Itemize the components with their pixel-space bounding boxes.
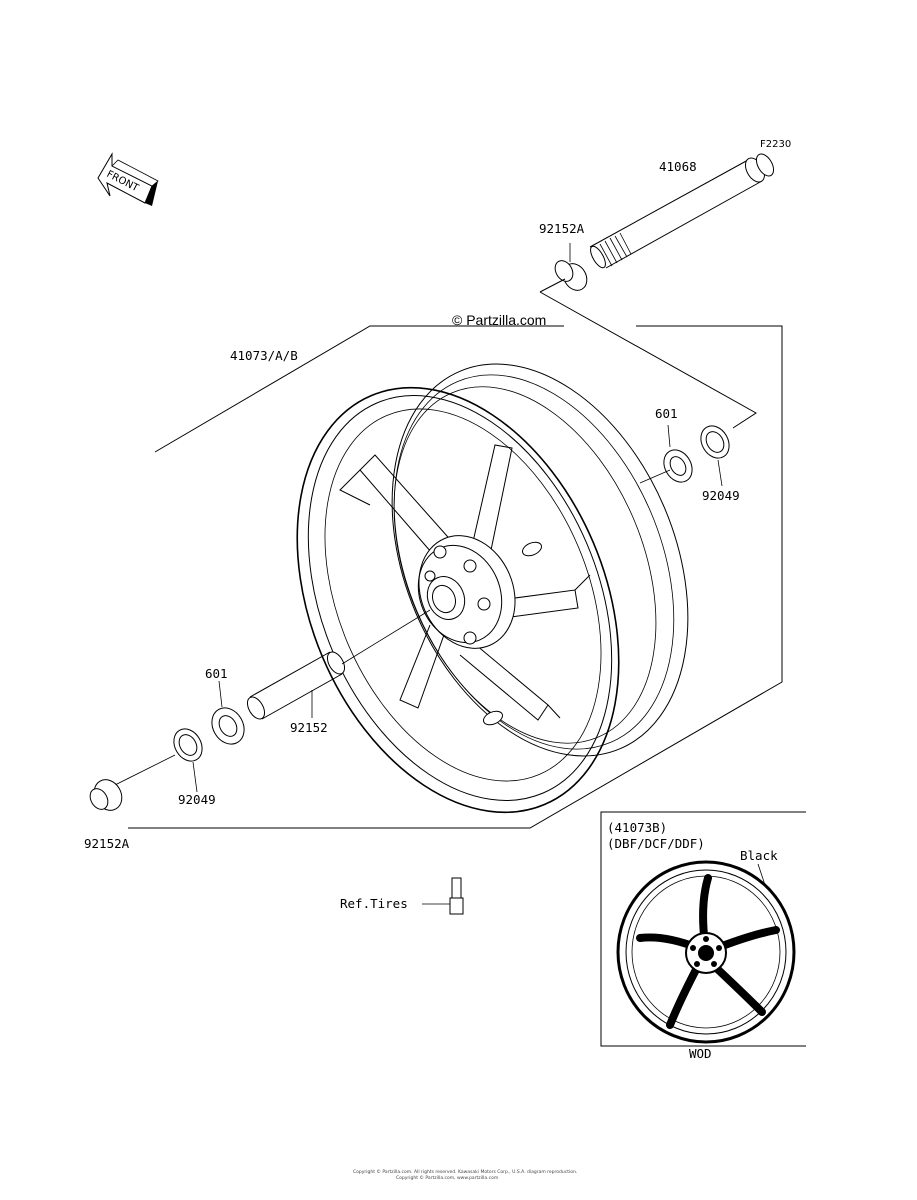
bearing-left-601 [211,680,245,745]
label-axle: 41068 [659,159,697,174]
watermark: © Partzilla.com [452,312,546,328]
label-bearing-right: 601 [655,406,678,421]
leader-right [639,469,671,484]
spacer-92152 [246,609,431,720]
front-direction-arrow-icon: FRONT [97,152,159,206]
label-spacer: 92152 [290,720,328,735]
seal-right-92049 [700,425,730,487]
inset-panel: (41073B) (DBF/DCF/DDF) Black WOD [600,811,806,1061]
diagram-code: F2230 [760,139,791,150]
inset-color-label: Black [740,848,778,863]
label-bearing-left: 601 [205,666,228,681]
label-wheel: 41073/A/B [230,348,298,363]
footer-line-2: Copyright © Partzilla.com, www.partzilla… [396,1174,498,1181]
collar-top-92152A [554,243,588,291]
watermark-text: © Partzilla.com [452,312,546,328]
front-wheel-41073 [296,363,689,814]
label-seal-right: 92049 [702,488,740,503]
valve-stem [422,877,464,915]
collar-bottom-92152A [89,779,123,811]
label-collar-top: 92152A [539,221,585,236]
seal-left-92049 [114,728,203,793]
label-collar-bottom: 92152A [84,836,130,851]
assembly-outline [128,278,783,829]
bearing-right-601 [663,424,693,483]
inset-model-codes: (DBF/DCF/DDF) [607,836,705,851]
axle-41068 [589,153,775,269]
label-valve-ref: Ref.Tires [340,896,408,911]
label-seal-left: 92049 [178,792,216,807]
inset-caption: WOD [689,1046,712,1061]
footer-line-1: Copyright © Partzilla.com. All rights re… [353,1168,577,1175]
inset-part-number: (41073B) [607,820,667,835]
inset-black-wheel [616,860,796,1044]
